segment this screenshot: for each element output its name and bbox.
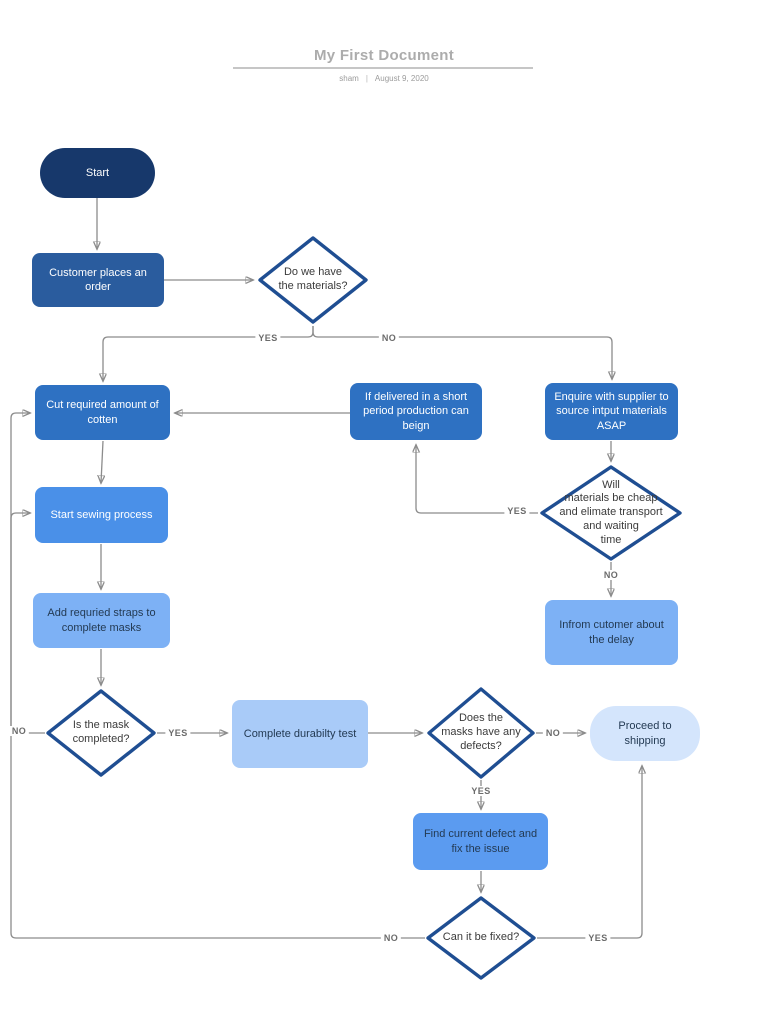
decision-can-be-fixed: Can it be fixed? (426, 896, 536, 980)
decision-can-be-fixed-label: Can it be fixed? (442, 931, 520, 944)
author-name: sham (339, 74, 359, 83)
node-durability-test: Complete durabilty test (232, 700, 368, 768)
node-cut-cotton: Cut required amount of cotten (35, 385, 170, 440)
edge-cheap-yes-to-delivered (416, 445, 538, 514)
edge-label-fixed-yes: YES (585, 933, 611, 943)
decision-masks-defects-label: Does the masks have any defects? (441, 712, 521, 752)
edge-label-cheap-yes: YES (504, 506, 530, 516)
edge-label-defects-no: NO (542, 728, 564, 738)
node-customer-order: Customer places an order (32, 253, 164, 307)
decision-shape (258, 236, 368, 324)
decision-materials-cheap-label: Will materials be cheap and elimate tran… (559, 478, 663, 546)
document-date: August 9, 2020 (374, 74, 429, 83)
byline-separator: | (365, 74, 368, 83)
edge-label-completed-no: NO (8, 726, 30, 736)
edge-label-defects-yes: YES (468, 786, 494, 796)
edge-materials-yes-to-cut (103, 326, 314, 381)
decision-shape (427, 687, 535, 779)
node-enquire-supplier: Enquire with supplier to source intput m… (545, 383, 678, 440)
edge-label-fixed-no: NO (380, 933, 402, 943)
title-divider (233, 67, 533, 69)
node-delivered-short-period: If delivered in a short period productio… (350, 383, 482, 440)
edge-label-materials-yes: YES (255, 333, 281, 343)
edge-materials-no-to-enquire (312, 326, 612, 379)
decision-mask-completed: Is the mask completed? (46, 689, 156, 777)
page-title: My First Document (313, 47, 455, 64)
decision-masks-defects: Does the masks have any defects? (427, 687, 535, 779)
edge-canfix-yes-to-shipping (537, 766, 642, 939)
node-proceed-shipping: Proceed to shipping (590, 706, 700, 761)
edge-cut-to-sewing (101, 440, 103, 483)
node-start-sewing: Start sewing process (35, 487, 168, 543)
node-find-defect: Find current defect and fix the issue (413, 813, 548, 870)
edge-label-completed-yes: YES (165, 728, 191, 738)
byline: sham | August 9, 2020 (0, 74, 768, 83)
decision-mask-completed-label: Is the mask completed? (72, 719, 130, 745)
node-start: Start (40, 148, 155, 198)
edge-label-materials-no: NO (378, 333, 400, 343)
decision-have-materials-label: Do we have the materials? (278, 266, 348, 292)
node-inform-customer-delay: Infrom cutomer about the delay (545, 600, 678, 665)
decision-materials-cheap: Will materials be cheap and elimate tran… (540, 465, 682, 561)
decision-have-materials: Do we have the materials? (258, 236, 368, 324)
node-add-straps: Add requried straps to complete masks (33, 593, 170, 648)
decision-shape (540, 465, 682, 561)
edge-label-cheap-no: NO (600, 570, 622, 580)
decision-shape (46, 689, 156, 777)
decision-shape (426, 896, 536, 980)
